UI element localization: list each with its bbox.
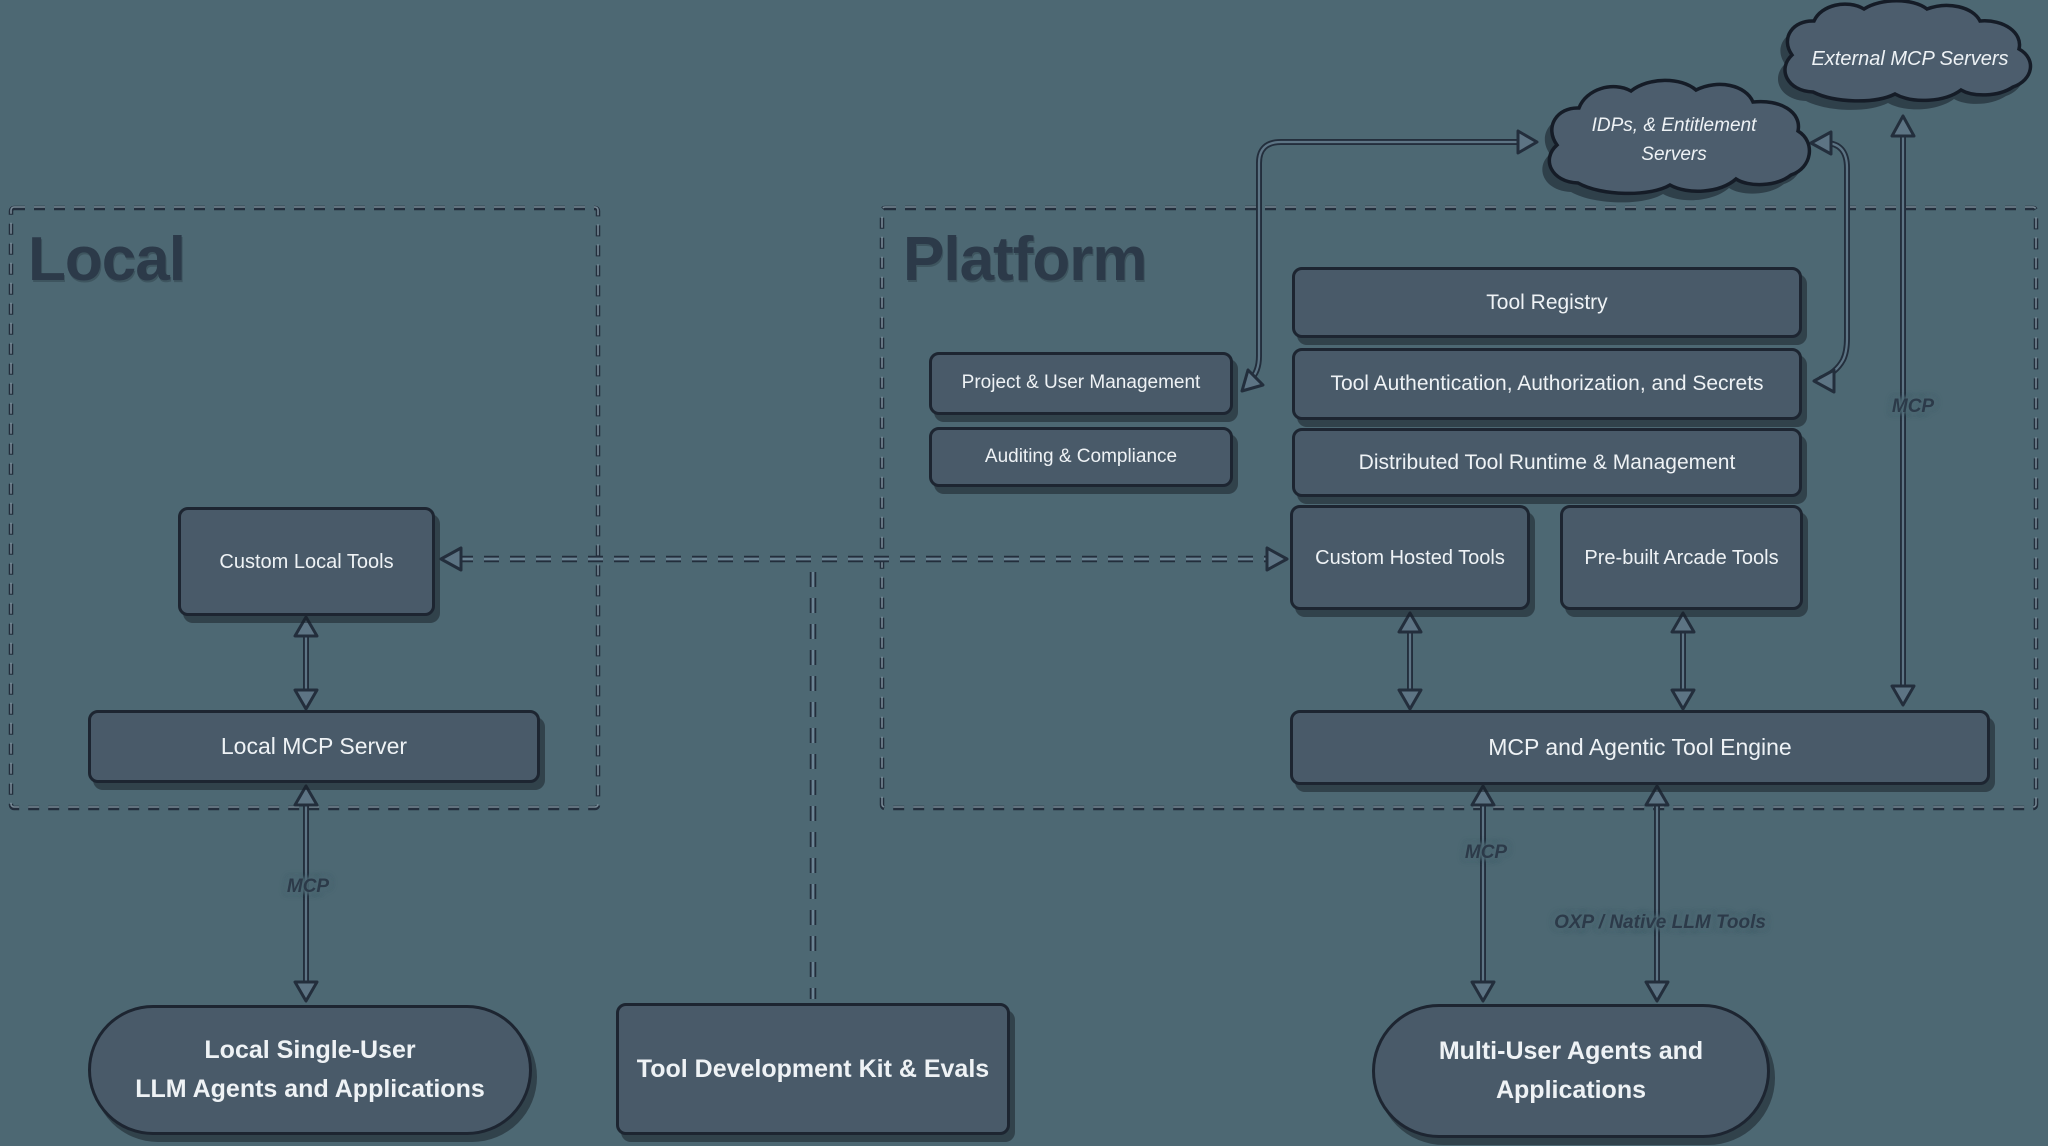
tool-auth-node: Tool Authentication, Authorization, and … [1292,348,1802,420]
edge-hosted-engine [1397,611,1423,711]
tool-development-kit-node: Tool Development Kit & Evals [616,1003,1010,1135]
idp-cloud-line1: IDPs, & Entitlement [1591,115,1757,136]
prebuilt-arcade-tools-node: Pre-built Arcade Tools [1560,505,1803,610]
local-single-user-agents-node: Local Single-User LLM Agents and Applica… [88,1005,532,1135]
external-mcp-edge-label: MCP [1891,396,1935,417]
custom-hosted-tools-node: Custom Hosted Tools [1290,505,1530,610]
custom-local-tools-node: Custom Local Tools [178,507,435,616]
idp-entitlement-cloud-label: IDPs, & Entitlement Servers [1548,112,1800,169]
mcp-agentic-tool-engine-node: MCP and Agentic Tool Engine [1290,710,1990,785]
local-agents-line2: LLM Agents and Applications [135,1075,485,1103]
edge-engine-agents-mcp [1470,784,1496,1003]
edge-custom-tools-sync [439,546,1289,999]
idp-cloud-shape [1542,78,1812,203]
oxp-native-llm-tools-edge-label: OXP / Native LLM Tools [1554,912,1766,933]
local-mcp-edge-label: MCP [286,876,330,897]
edge-auth-idp-cloud [1809,130,1850,394]
local-group-border [8,205,601,811]
platform-group-title: Platform [903,225,1147,294]
auditing-compliance-node: Auditing & Compliance [929,427,1233,487]
project-user-management-node: Project & User Management [929,352,1233,415]
external-cloud-shape [1777,0,2033,110]
edge-engine-agents-oxp [1644,784,1670,1003]
external-mcp-servers-cloud-label: External MCP Servers [1811,48,2009,70]
platform-group-border [879,205,2039,811]
distributed-runtime-node: Distributed Tool Runtime & Management [1292,428,1802,497]
multi-agents-line2: Applications [1495,1076,1646,1104]
edge-localtools-localserver [293,615,319,711]
idp-cloud-line2: Servers [1641,143,1707,165]
engine-mcp-edge-label: MCP [1464,842,1508,863]
multi-agents-line1: Multi-User Agents and [1438,1037,1704,1066]
edge-pum-idp-cloud [1240,129,1539,393]
local-agents-line1: Local Single-User [204,1036,416,1065]
edge-engine-external-cloud [1890,114,1916,707]
tool-registry-node: Tool Registry [1292,267,1802,338]
multi-user-agents-node: Multi-User Agents and Applications [1372,1004,1770,1138]
local-group-title: Local [28,225,186,294]
edge-prebuilt-engine [1670,611,1696,711]
local-mcp-server-node: Local MCP Server [88,710,540,783]
edge-localserver-agents [293,784,319,1003]
